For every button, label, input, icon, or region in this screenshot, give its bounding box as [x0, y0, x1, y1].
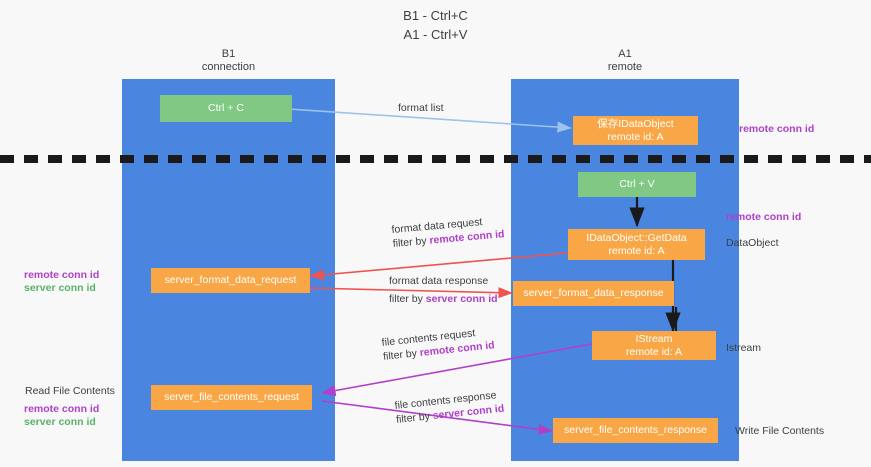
- node-server-file-contents-response-label: server_file_contents_response: [563, 424, 707, 436]
- filter-by-prefix-2: filter by: [389, 293, 426, 305]
- edge-label-format-list: format list: [398, 101, 444, 115]
- annotation-remote-conn-id-mid: remote conn id: [726, 211, 802, 223]
- edge-label-format-list-text: format list: [398, 102, 444, 114]
- node-istream-label: IStream: [635, 332, 673, 345]
- annotation-left-server-conn-id-bot: server conn id: [24, 416, 96, 428]
- node-ctrl-v[interactable]: Ctrl + V: [578, 172, 696, 197]
- edge-label-file-contents-response: file contents response filter by server …: [394, 388, 505, 427]
- edge-label-format-data-request: format data request filter by remote con…: [391, 213, 505, 251]
- edge-label-file-contents-request: file contents request filter by remote c…: [381, 324, 495, 364]
- lane-header-b1: B1 connection: [122, 48, 335, 74]
- node-save-idataobject-sub: remote id: A: [607, 130, 664, 143]
- filter-by-prefix-3: filter by: [382, 347, 421, 363]
- node-idataobject-getdata-label: IDataObject::GetData: [586, 231, 687, 244]
- annotation-left-server-conn-id-mid: server conn id: [24, 282, 96, 294]
- node-save-idataobject[interactable]: 保存IDataObject remote id: A: [573, 116, 698, 145]
- node-server-format-data-request-label: server_format_data_request: [164, 274, 297, 286]
- filter-key-2: server conn id: [425, 293, 498, 305]
- edge-label-format-data-response-filter: filter by server conn id: [389, 292, 498, 306]
- node-server-format-data-response-label: server_format_data_response: [523, 287, 664, 299]
- annotation-remote-conn-id-top: remote conn id: [739, 123, 815, 135]
- annotation-left-remote-conn-id-bot: remote conn id: [24, 403, 100, 415]
- lane-header-a1: A1 remote: [511, 48, 739, 74]
- node-server-file-contents-response[interactable]: server_file_contents_response: [553, 418, 718, 443]
- node-ctrl-c-label: Ctrl + C: [208, 102, 244, 114]
- node-server-file-contents-request-label: server_file_contents_request: [164, 391, 299, 403]
- lane-header-b1-name: B1: [221, 48, 236, 60]
- page-title: B1 - Ctrl+C A1 - Ctrl+V: [0, 6, 871, 44]
- node-idataobject-getdata[interactable]: IDataObject::GetData remote id: A: [568, 229, 705, 260]
- edge-label-format-data-response: format data response filter by server co…: [389, 274, 498, 306]
- node-istream[interactable]: IStream remote id: A: [592, 331, 716, 360]
- edge-label-format-data-response-text: format data response: [389, 275, 489, 287]
- page-title-line-2: A1 - Ctrl+V: [403, 27, 468, 42]
- annotation-dataobject: DataObject: [726, 237, 779, 249]
- node-save-idataobject-label: 保存IDataObject: [597, 117, 674, 130]
- section-divider: [0, 155, 871, 163]
- node-ctrl-c[interactable]: Ctrl + C: [160, 95, 292, 122]
- filter-by-prefix-4: filter by: [395, 410, 434, 426]
- node-idataobject-getdata-sub: remote id: A: [608, 244, 665, 257]
- annotation-left-remote-conn-id-mid: remote conn id: [24, 269, 100, 281]
- node-server-format-data-request[interactable]: server_format_data_request: [151, 268, 310, 293]
- annotation-istream: Istream: [726, 342, 762, 354]
- lane-header-a1-role: remote: [607, 61, 643, 73]
- annotation-read-file-contents: Read File Contents: [25, 385, 115, 397]
- lane-header-b1-role: connection: [201, 61, 256, 73]
- filter-by-prefix-1: filter by: [392, 234, 430, 250]
- annotation-write-file-contents: Write File Contents: [735, 425, 825, 437]
- node-ctrl-v-label: Ctrl + V: [619, 178, 655, 190]
- lane-header-a1-name: A1: [618, 48, 632, 60]
- node-server-file-contents-request[interactable]: server_file_contents_request: [151, 385, 312, 410]
- node-istream-sub: remote id: A: [625, 345, 683, 358]
- page-title-line-1: B1 - Ctrl+C: [403, 8, 468, 23]
- node-server-format-data-response[interactable]: server_format_data_response: [513, 281, 674, 306]
